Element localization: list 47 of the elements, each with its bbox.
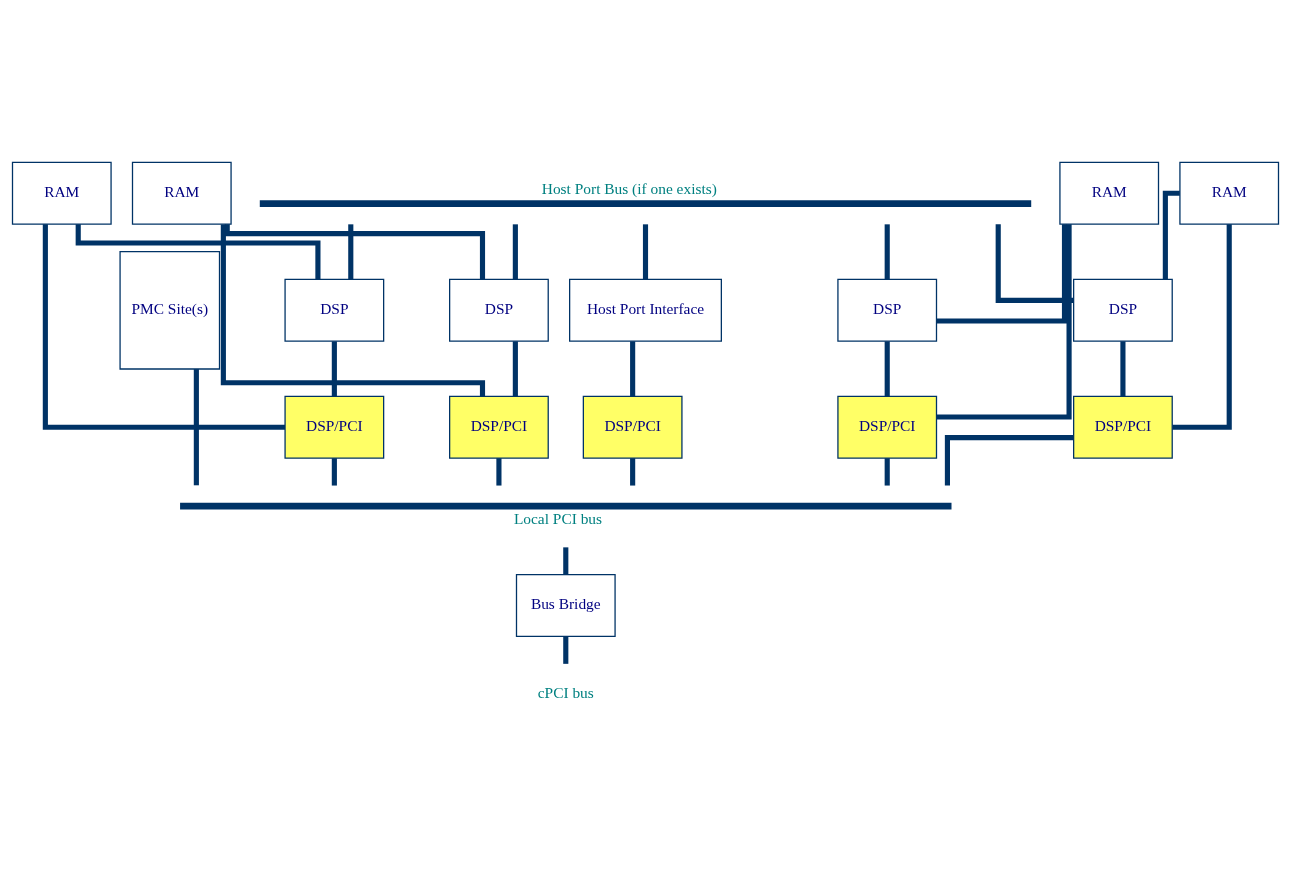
connector xyxy=(1162,190,1180,280)
node-box: DSP/PCI xyxy=(582,395,683,459)
node-label: Host Port Bus (if one exists) xyxy=(541,179,717,197)
node-label: Local PCI bus xyxy=(513,509,603,527)
connector xyxy=(884,458,890,486)
connector xyxy=(630,458,636,486)
connector xyxy=(220,224,486,397)
connector xyxy=(42,224,285,430)
node-box: DSP xyxy=(284,278,385,342)
connector xyxy=(884,341,890,397)
connector xyxy=(1120,341,1126,397)
connector xyxy=(944,435,1074,486)
connector xyxy=(1172,224,1232,430)
connector xyxy=(512,224,518,280)
node-box: Bus Bridge xyxy=(515,574,616,638)
node-box: DSP/PCI xyxy=(1073,395,1173,459)
node-box: DSP xyxy=(837,278,938,342)
node-box: DSP/PCI xyxy=(449,395,549,459)
connector xyxy=(563,547,569,575)
node-box: DSP/PCI xyxy=(837,395,938,459)
node-box: PMC Site(s) xyxy=(119,250,221,370)
connector xyxy=(496,458,502,486)
node-box xyxy=(259,200,1032,207)
connector xyxy=(193,369,199,486)
node-box: DSP xyxy=(449,278,549,342)
node-box xyxy=(180,502,952,510)
connector xyxy=(630,341,636,397)
node-box: DSP/PCI xyxy=(284,395,385,459)
node-box: Host Port Interface xyxy=(569,278,722,342)
connector xyxy=(331,341,337,397)
connector xyxy=(642,224,649,280)
connector xyxy=(995,224,1074,303)
node-box: RAM xyxy=(1179,161,1280,225)
connector xyxy=(884,224,890,280)
connector xyxy=(512,341,518,397)
node-text: cPCI bus xyxy=(537,684,594,702)
connector xyxy=(936,224,1072,420)
connector xyxy=(563,636,569,664)
connector xyxy=(348,224,354,280)
node-box: RAM xyxy=(11,161,112,225)
connector xyxy=(224,224,486,280)
node-box: DSP xyxy=(1073,278,1173,342)
connector xyxy=(331,458,337,486)
node-box: RAM xyxy=(131,161,232,225)
connector xyxy=(936,224,1068,324)
node-box: RAM xyxy=(1059,161,1160,225)
connector xyxy=(75,224,321,280)
